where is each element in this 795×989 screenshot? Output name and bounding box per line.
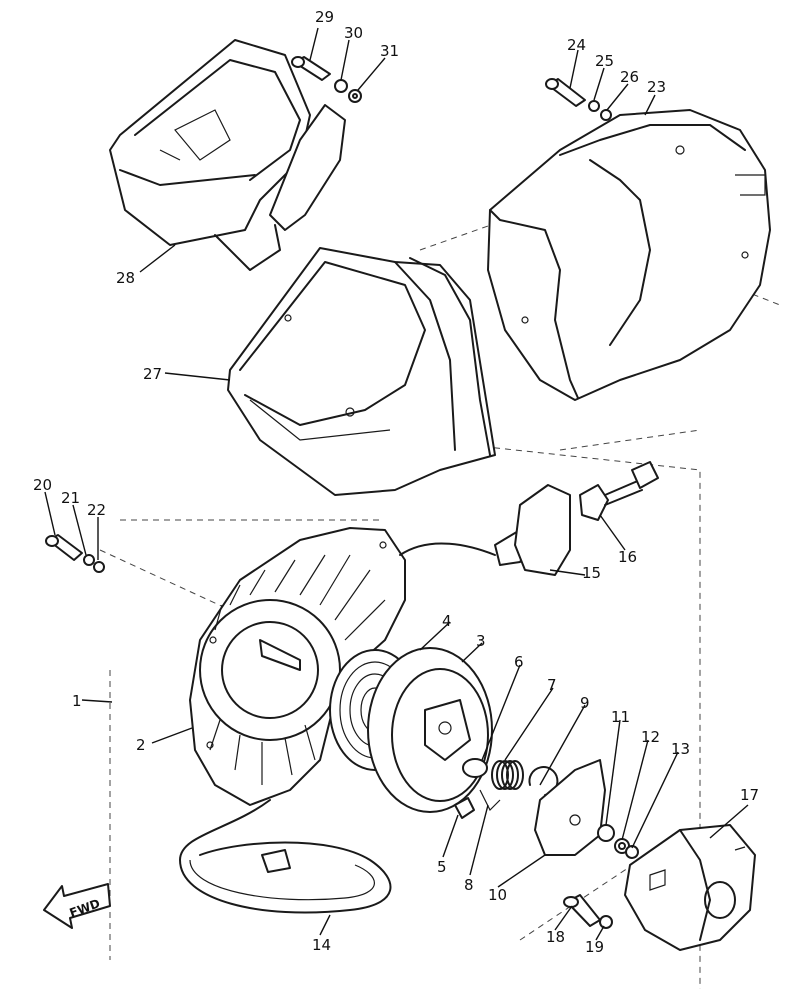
part-label: 9 [580, 694, 590, 712]
fastener-set-top [291, 56, 362, 103]
starter-rope [179, 799, 392, 914]
part-label: 11 [611, 708, 630, 726]
part-label: 22 [87, 501, 106, 519]
part-label: 3 [476, 632, 486, 650]
pawl-assembly [454, 758, 639, 859]
spring-8 [479, 789, 501, 812]
washer-19 [599, 915, 613, 929]
part-label: 29 [315, 8, 334, 26]
washer-6 [462, 758, 488, 778]
leader-lines [44, 27, 749, 941]
part-label: 5 [437, 858, 447, 876]
starter-handle [399, 461, 659, 576]
fastener-set-left [45, 534, 105, 573]
part-label: 15 [582, 564, 601, 582]
bushing-11 [597, 824, 615, 842]
part-label: 18 [546, 928, 565, 946]
part-label: 8 [464, 876, 474, 894]
part-label: 4 [442, 612, 452, 630]
part-label: 2 [136, 736, 146, 754]
part-label: 12 [641, 728, 660, 746]
intake-box-upper [109, 39, 346, 271]
part-label: 25 [595, 52, 614, 70]
starter-case [189, 527, 406, 806]
part-label: 17 [740, 786, 759, 804]
part-label: 10 [488, 886, 507, 904]
fastener-set-right [545, 78, 612, 121]
fan-housing [487, 109, 771, 401]
part-label: 26 [620, 68, 639, 86]
part-label: 14 [312, 936, 331, 954]
pawl-5 [454, 797, 475, 819]
part-label: 19 [585, 938, 604, 956]
part-label: 31 [380, 42, 399, 60]
part-label: 21 [61, 489, 80, 507]
part-label: 13 [671, 740, 690, 758]
part-label: 16 [618, 548, 637, 566]
intake-box-lower [227, 247, 496, 496]
part-label: 24 [567, 36, 586, 54]
spring-7 [491, 760, 524, 790]
nut-13 [625, 845, 639, 859]
part-label: 7 [547, 676, 557, 694]
part-label: 20 [33, 476, 52, 494]
part-label: 28 [116, 269, 135, 287]
part-label: 6 [514, 653, 524, 671]
part-label: 27 [143, 365, 162, 383]
starter-case-fins [209, 554, 386, 785]
part-label: 30 [344, 24, 363, 42]
part-label: 1 [72, 692, 82, 710]
starter-cup [624, 824, 756, 951]
part-labels: 29 30 31 24 25 26 23 28 27 20 21 22 1 2 … [33, 8, 759, 956]
starter-pulley [367, 647, 493, 813]
part-label: 23 [647, 78, 666, 96]
forward-arrow-icon: FWD [43, 883, 111, 929]
